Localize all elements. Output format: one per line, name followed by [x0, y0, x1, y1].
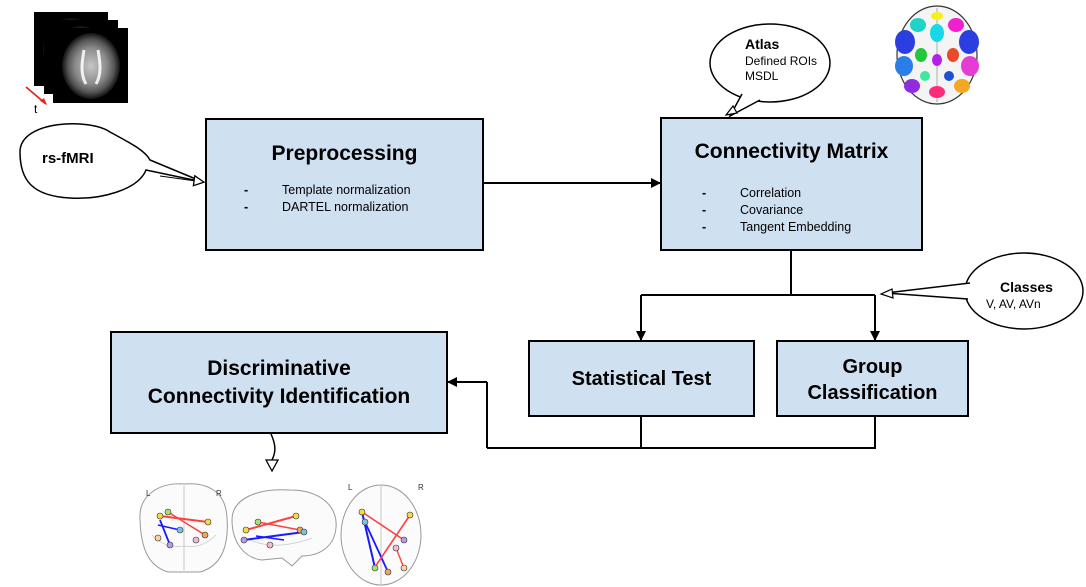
discriminative-title: Discriminative Connectivity Identificati… — [112, 355, 446, 411]
preprocessing-list: -Template normalization -DARTEL normaliz… — [244, 182, 411, 216]
coronal-right-label: R — [216, 489, 222, 498]
classes-pointer — [879, 288, 894, 299]
statistical-test-title: Statistical Test — [571, 368, 712, 390]
connectivity-title: Connectivity Matrix — [694, 140, 889, 163]
brain-view-axial: L R — [340, 483, 424, 586]
preprocessing-box: Preprocessing -Template normalization -D… — [205, 118, 484, 251]
axial-right-label: R — [418, 483, 424, 492]
time-label: t — [34, 102, 38, 116]
atlas-line-1: Defined ROIs — [745, 54, 818, 68]
group-classification-box: Group Classification — [776, 340, 969, 417]
rsfmri-pointer — [159, 176, 203, 182]
atlas-bubble-tail — [728, 93, 761, 118]
classes-values: V, AV, AVn — [986, 297, 1041, 311]
atlas-line-2: MSDL — [745, 69, 779, 83]
group-classification-title: Group Classification — [778, 354, 967, 406]
discriminative-pointer-line — [270, 433, 276, 461]
list-item: -Tangent Embedding — [702, 220, 852, 234]
list-item: -DARTEL normalization — [244, 200, 409, 214]
atlas-title: Atlas — [745, 36, 780, 52]
coronal-left-label: L — [146, 489, 151, 498]
atlas-bubble — [709, 23, 831, 103]
classes-title: Classes — [1000, 279, 1053, 295]
rsfmri-label: rs-fMRI — [42, 150, 94, 167]
axial-left-label: L — [348, 483, 353, 492]
discriminative-box: Discriminative Connectivity Identificati… — [110, 331, 448, 434]
discriminative-pointer-head — [264, 459, 280, 473]
connector-bottom-merge — [640, 417, 876, 449]
statistical-test-box: Statistical Test — [528, 340, 755, 417]
brain-view-sagittal — [231, 489, 337, 567]
list-item: -Covariance — [702, 203, 804, 217]
time-arrow-head — [40, 98, 47, 105]
list-item: -Template normalization — [244, 183, 411, 197]
discriminative-line-1: Discriminative — [207, 357, 351, 380]
group-classification-line-1: Group — [842, 356, 903, 378]
preprocessing-title: Preprocessing — [271, 142, 418, 165]
connectivity-list: -Correlation -Covariance -Tangent Embedd… — [702, 185, 851, 236]
connectivity-matrix-box: Connectivity Matrix -Correlation -Covari… — [660, 117, 923, 251]
list-item: -Correlation — [702, 186, 802, 200]
brain-view-coronal: L R — [139, 483, 228, 573]
atlas-pointer — [724, 104, 738, 116]
discriminative-line-2: Connectivity Identification — [147, 385, 411, 408]
group-classification-line-2: Classification — [807, 382, 938, 404]
